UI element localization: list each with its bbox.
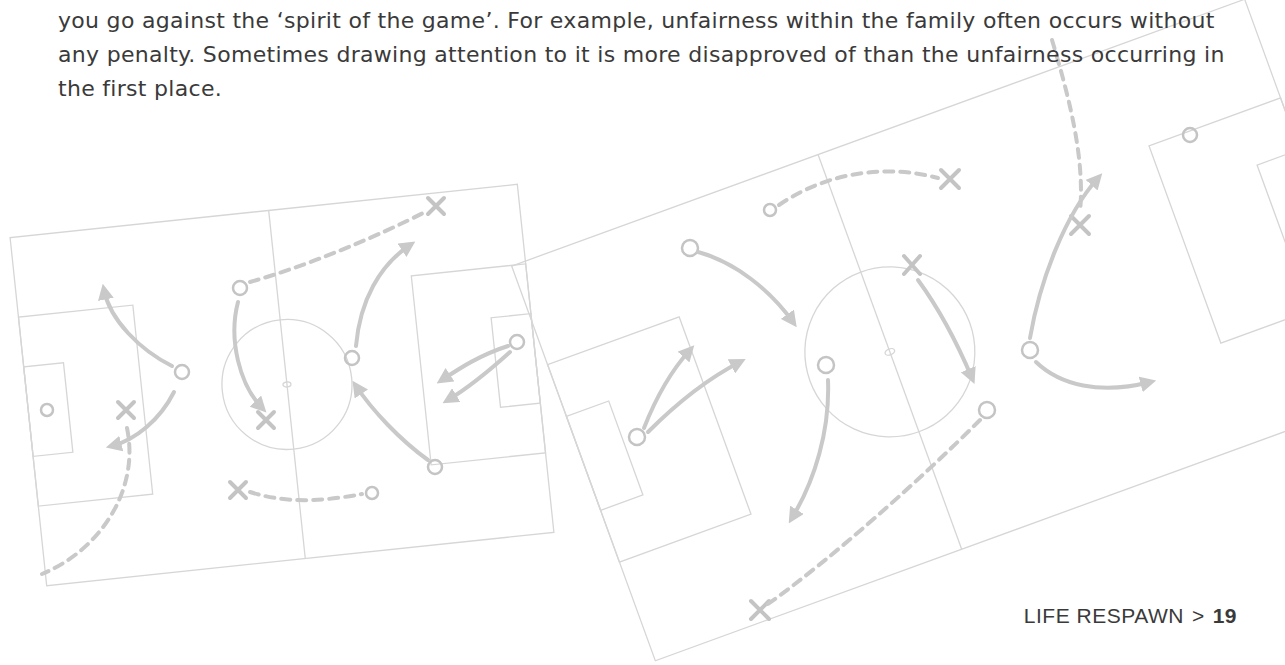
pitch-sketch — [648, 362, 740, 432]
pitch-sketch — [41, 404, 53, 416]
pitch-sketch — [269, 210, 306, 558]
pitch-sketch — [548, 317, 751, 562]
pitch-sketch — [512, 0, 1285, 661]
pitch-sketch — [792, 380, 828, 518]
pitch-sketch — [118, 402, 134, 418]
pitch-sketch — [345, 351, 359, 365]
pitch-sketch — [366, 487, 378, 499]
page-number: 19 — [1213, 604, 1237, 628]
opponent-marks — [118, 170, 1089, 619]
pitch-sketch — [764, 204, 776, 216]
pitch-sketch — [768, 420, 980, 604]
pass-lines — [42, 40, 1081, 604]
pitch-outline — [512, 0, 1285, 661]
pitch-sketch — [818, 155, 962, 550]
pitch-sketch — [781, 243, 999, 461]
pitch-sketch — [904, 256, 920, 274]
pitch-sketch — [510, 335, 524, 349]
pitch-sketch — [216, 313, 359, 456]
pitch-sketch — [411, 264, 545, 465]
pitch-sketch — [24, 363, 73, 457]
pitch-sketch — [104, 290, 172, 366]
pitch-sketch — [448, 352, 510, 400]
pitch-sketch — [884, 347, 895, 356]
pitch-sketch — [250, 492, 362, 500]
pitch-sketch — [356, 386, 428, 460]
pitch-sketch — [356, 245, 410, 346]
pitch-sketch — [941, 170, 959, 188]
pitch-sketch — [1257, 150, 1285, 259]
pitch-sketch — [175, 365, 189, 379]
pitch-sketch — [112, 392, 174, 446]
movement-arrows — [104, 178, 1150, 518]
pitch-sketch — [682, 240, 698, 256]
pitch-sketch — [818, 357, 834, 373]
pitch-sketch — [428, 460, 442, 474]
pitch-sketch — [258, 412, 274, 428]
pitch-sketch — [42, 428, 129, 574]
pitch-sketch — [629, 429, 645, 445]
pitch-sketch — [230, 482, 246, 498]
pitch-sketch — [10, 184, 554, 585]
body-text: you go against the ‘spirit of the game’.… — [58, 4, 1238, 106]
pitch-sketch — [283, 382, 291, 388]
pitch-sketch — [1149, 98, 1285, 343]
pitch-sketch — [1022, 342, 1038, 358]
running-head: LIFE RESPAWN — [1024, 604, 1184, 628]
pitch-sketch — [234, 302, 262, 408]
pitch-sketch — [1030, 178, 1098, 338]
pitch-sketch — [779, 171, 938, 205]
pitch-outline — [10, 184, 554, 585]
pitch-sketch — [698, 252, 793, 322]
separator: > — [1192, 604, 1205, 628]
pitch-sketch — [566, 401, 642, 510]
pitch-sketch — [250, 212, 425, 282]
pitch-sketch — [1036, 362, 1150, 388]
pitch-sketch — [1183, 128, 1197, 142]
pitch-sketch — [918, 280, 972, 378]
pitch-sketch — [428, 198, 444, 214]
player-marks — [41, 128, 1197, 499]
pitch-sketch — [979, 402, 995, 418]
pitch-sketch — [233, 281, 247, 295]
pitch-sketch — [1071, 216, 1089, 234]
